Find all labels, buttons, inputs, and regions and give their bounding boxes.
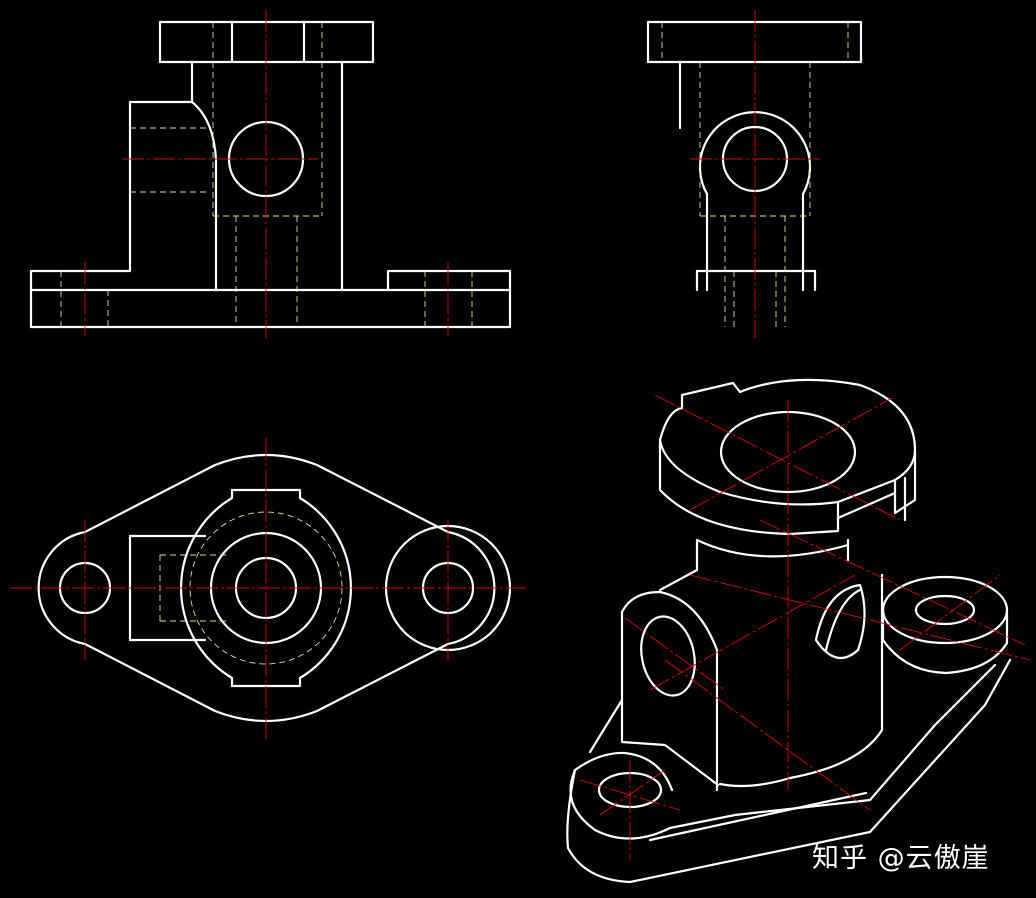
isometric-view [566,378,1031,884]
side-view [646,10,863,338]
top-view [10,438,525,740]
front-view [29,10,512,338]
watermark-text: 知乎 @云傲崖 [812,843,990,874]
